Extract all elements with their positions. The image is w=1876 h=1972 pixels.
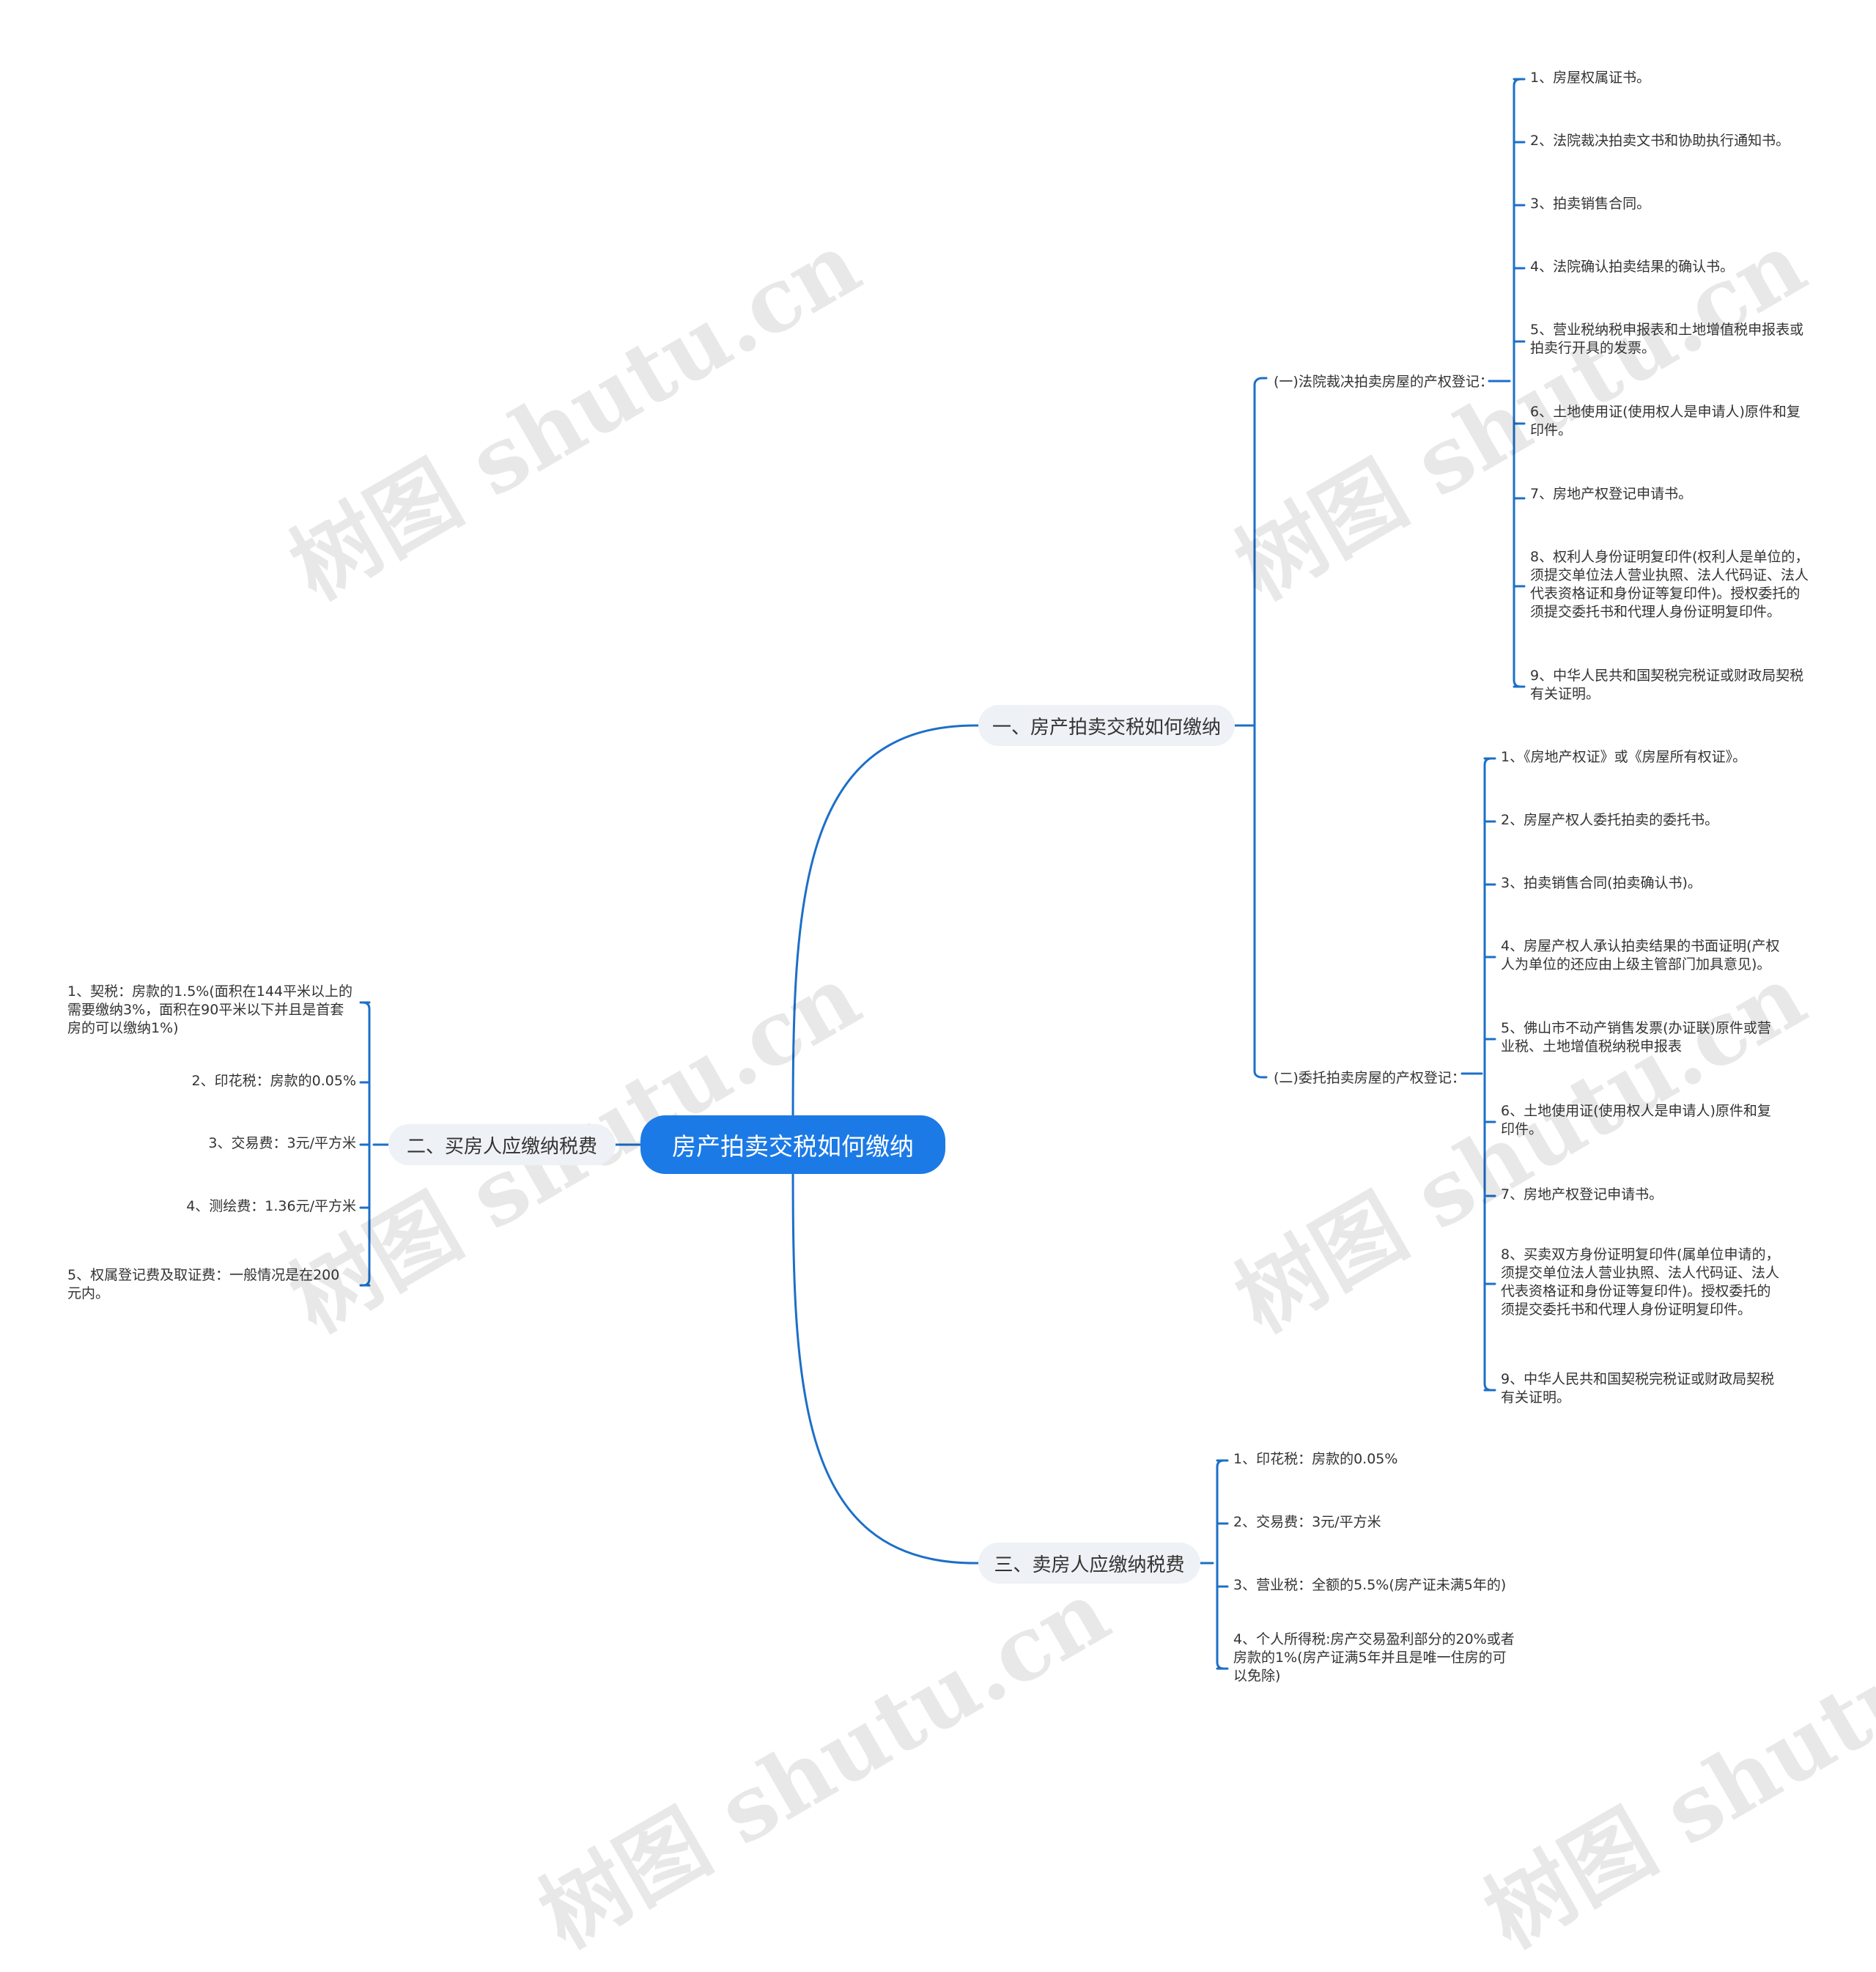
leaf-item[interactable]: 9、中华人民共和国契税完税证或财政局契税 有关证明。 [1530, 668, 1804, 702]
subtopic-court-auction[interactable]: (一)法院裁决拍卖房屋的产权登记： [1274, 374, 1493, 390]
leaf-item[interactable]: 8、买卖双方身份证明复印件(属单位申请的， 须提交单位法人营业执照、法人代码证、… [1501, 1247, 1780, 1318]
leaf-item[interactable]: 1、房屋权属证书。 [1530, 70, 1651, 86]
leaf-item[interactable]: 5、营业税纳税申报表和土地增值税申报表或 拍卖行开具的发票。 [1530, 322, 1804, 356]
leaf-item[interactable]: 4、测绘费：1.36元/平方米 [186, 1198, 356, 1214]
branch-topic-2[interactable]: 二、买房人应缴纳税费 [388, 1124, 616, 1165]
connector-lines [359, 78, 1526, 1670]
leaf-item[interactable]: 2、印花税：房款的0.05% [191, 1073, 356, 1089]
leaf-item[interactable]: 5、佛山市不动产销售发票(办证联)原件或营 业税、土地增值税纳税申报表 [1501, 1020, 1771, 1055]
leaf-item[interactable]: 7、房地产权登记申请书。 [1501, 1186, 1663, 1203]
leaf-item[interactable]: 3、交易费：3元/平方米 [208, 1135, 356, 1151]
leaf-item[interactable]: 2、法院裁决拍卖文书和协助执行通知书。 [1530, 133, 1790, 149]
leaf-item[interactable]: 4、房屋产权人承认拍卖结果的书面证明(产权 人为单位的还应由上级主管部门加具意见… [1501, 938, 1780, 972]
leaf-item[interactable]: 7、房地产权登记申请书。 [1530, 486, 1693, 502]
root-topic[interactable]: 房产拍卖交税如何缴纳 [640, 1115, 945, 1174]
leaf-item[interactable]: 1、印花税：房款的0.05% [1233, 1451, 1398, 1467]
leaf-item[interactable]: 1、《房地产权证》或《房屋所有权证》。 [1501, 749, 1747, 765]
subtopic-entrusted-auction[interactable]: (二)委托拍卖房屋的产权登记： [1274, 1070, 1466, 1086]
leaf-item[interactable]: 3、营业税：全额的5.5%(房产证未满5年的) [1233, 1577, 1507, 1593]
leaf-item[interactable]: 3、拍卖销售合同(拍卖确认书)。 [1501, 875, 1702, 891]
leaf-item[interactable]: 1、契税：房款的1.5%(面积在144平米以上的 需要缴纳3%，面积在90平米以… [67, 983, 353, 1036]
leaf-item[interactable]: 2、交易费：3元/平方米 [1233, 1514, 1381, 1530]
branch-topic-1[interactable]: 一、房产拍卖交税如何缴纳 [978, 705, 1235, 746]
leaf-item[interactable]: 4、法院确认拍卖结果的确认书。 [1530, 259, 1735, 275]
branch-topic-3[interactable]: 三、卖房人应缴纳税费 [978, 1543, 1200, 1584]
leaf-item[interactable]: 5、权属登记费及取证费：一般情况是在200 元内。 [67, 1267, 340, 1301]
leaf-item[interactable]: 6、土地使用证(使用权人是申请人)原件和复 印件。 [1501, 1103, 1771, 1137]
leaf-item[interactable]: 6、土地使用证(使用权人是申请人)原件和复 印件。 [1530, 404, 1801, 438]
leaf-item[interactable]: 4、个人所得税:房产交易盈利部分的20%或者 房款的1%(房产证满5年并且是唯一… [1233, 1631, 1515, 1684]
leaf-item[interactable]: 8、权利人身份证明复印件(权利人是单位的， 须提交单位法人营业执照、法人代码证、… [1530, 549, 1809, 620]
leaf-item[interactable]: 2、房屋产权人委托拍卖的委托书。 [1501, 812, 1719, 828]
leaf-item[interactable]: 3、拍卖销售合同。 [1530, 196, 1651, 212]
leaf-item[interactable]: 9、中华人民共和国契税完税证或财政局契税 有关证明。 [1501, 1371, 1775, 1406]
